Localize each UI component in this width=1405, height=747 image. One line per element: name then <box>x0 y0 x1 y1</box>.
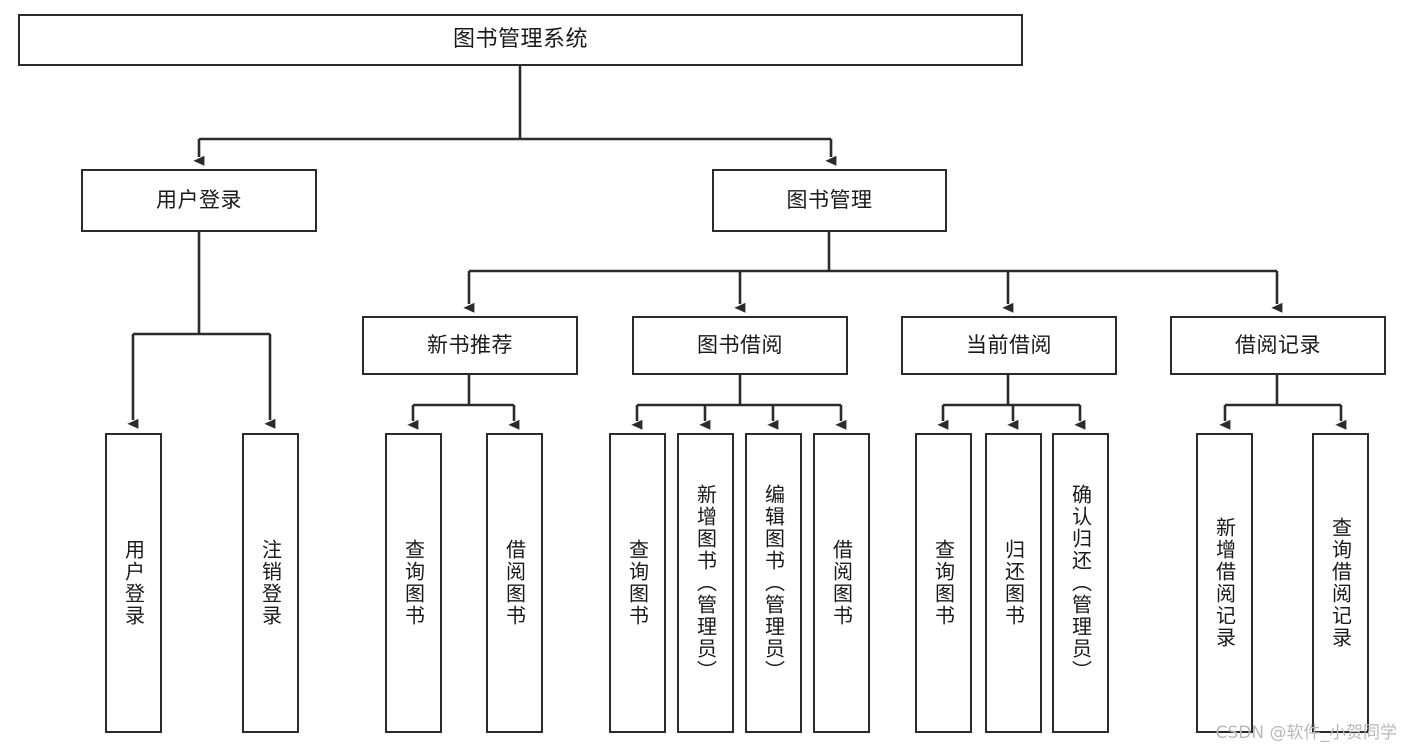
node-root[interactable]: 图书管理系统 <box>18 14 1023 66</box>
leaf-add-borrow-record[interactable]: 新增借阅记录 <box>1196 433 1253 733</box>
leaf-return-book[interactable]: 归还图书 <box>985 433 1042 733</box>
leaf-query-book-3[interactable]: 查询图书 <box>915 433 972 733</box>
leaf-add-book-admin[interactable]: 新增图书（管理员） <box>677 433 734 733</box>
node-user-login[interactable]: 用户登录 <box>81 169 317 232</box>
node-root-label: 图书管理系统 <box>452 27 588 53</box>
leaf-edit-book-admin-label: 编辑图书（管理员） <box>761 484 786 682</box>
node-book-borrow[interactable]: 图书借阅 <box>632 316 848 375</box>
leaf-query-book-1[interactable]: 查询图书 <box>385 433 442 733</box>
leaf-user-login[interactable]: 用户登录 <box>105 433 162 733</box>
leaf-borrow-book-2[interactable]: 借阅图书 <box>813 433 870 733</box>
node-borrow-record-label: 借阅记录 <box>1235 333 1321 358</box>
leaf-user-login-label: 用户登录 <box>121 539 146 627</box>
node-user-login-label: 用户登录 <box>156 188 242 213</box>
leaf-borrow-book-1-label: 借阅图书 <box>502 539 527 627</box>
node-book-management-label: 图书管理 <box>786 188 873 213</box>
leaf-return-book-label: 归还图书 <box>1001 539 1026 627</box>
leaf-query-borrow-record-label: 查询借阅记录 <box>1328 517 1353 649</box>
node-book-borrow-label: 图书借阅 <box>697 333 783 358</box>
leaf-add-borrow-record-label: 新增借阅记录 <box>1212 517 1237 649</box>
leaf-query-book-3-label: 查询图书 <box>931 539 956 627</box>
node-book-management[interactable]: 图书管理 <box>712 169 947 232</box>
node-new-book-recommend[interactable]: 新书推荐 <box>362 316 578 375</box>
node-new-book-recommend-label: 新书推荐 <box>427 333 513 358</box>
node-current-borrow-label: 当前借阅 <box>966 333 1052 358</box>
leaf-logout-login[interactable]: 注销登录 <box>242 433 299 733</box>
leaf-query-book-1-label: 查询图书 <box>401 539 426 627</box>
leaf-borrow-book-2-label: 借阅图书 <box>829 539 854 627</box>
leaf-confirm-return-admin-label: 确认归还（管理员） <box>1068 484 1093 682</box>
leaf-add-book-admin-label: 新增图书（管理员） <box>693 484 718 682</box>
node-borrow-record[interactable]: 借阅记录 <box>1170 316 1386 375</box>
leaf-query-book-2[interactable]: 查询图书 <box>609 433 666 733</box>
leaf-borrow-book-1[interactable]: 借阅图书 <box>486 433 543 733</box>
leaf-logout-login-label: 注销登录 <box>258 539 283 627</box>
leaf-confirm-return-admin[interactable]: 确认归还（管理员） <box>1052 433 1109 733</box>
leaf-edit-book-admin[interactable]: 编辑图书（管理员） <box>745 433 802 733</box>
leaf-query-borrow-record[interactable]: 查询借阅记录 <box>1312 433 1369 733</box>
leaf-query-book-2-label: 查询图书 <box>625 539 650 627</box>
csdn-watermark: CSDN @软件_小贺同学 <box>1215 723 1397 743</box>
node-current-borrow[interactable]: 当前借阅 <box>901 316 1117 375</box>
